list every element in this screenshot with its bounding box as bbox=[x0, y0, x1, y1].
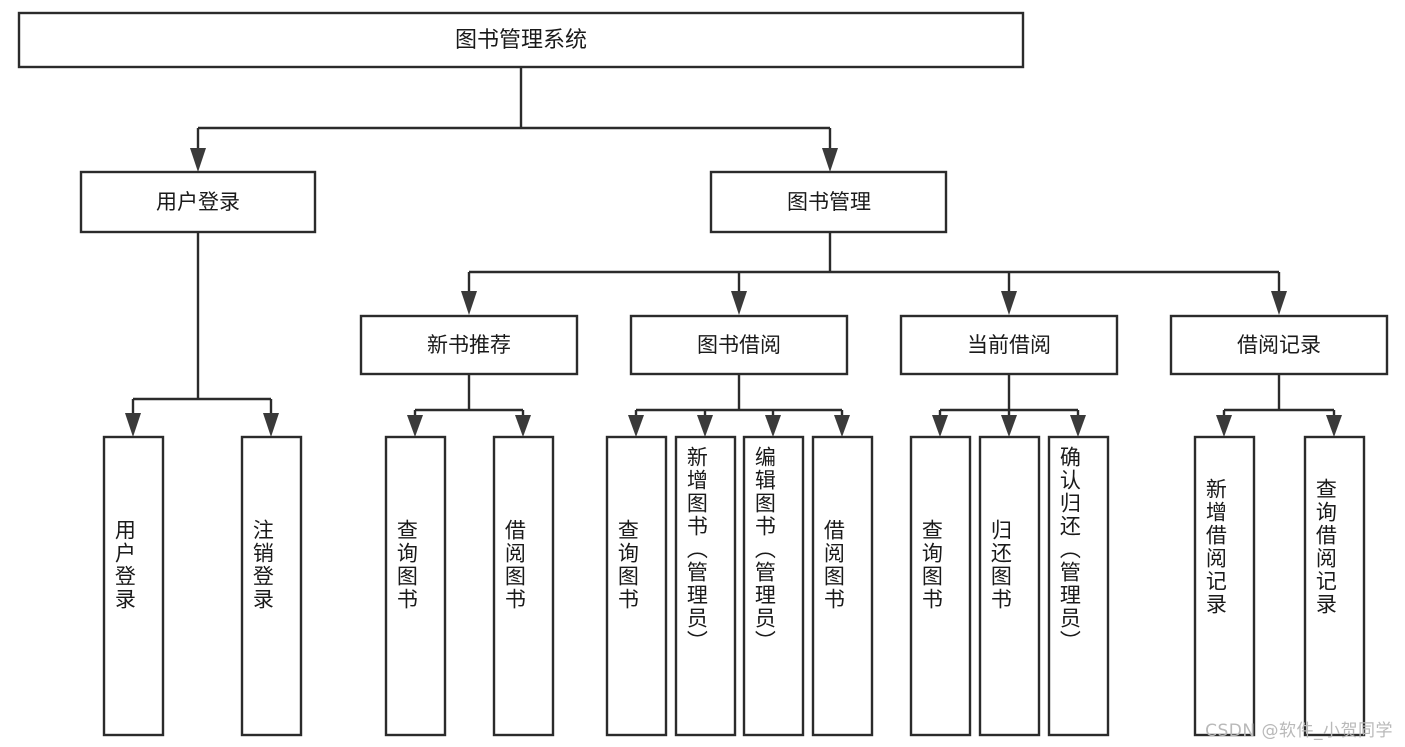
node-current-borrow-label: 当前借阅 bbox=[967, 333, 1051, 357]
arrow-to-leaf-query-book-2 bbox=[628, 415, 644, 437]
connectors-book-borrow-to-leaves bbox=[628, 374, 850, 437]
leaf-box-add-book[interactable] bbox=[674, 435, 737, 737]
arrow-to-leaf-query-book-3 bbox=[932, 415, 948, 437]
arrow-to-leaf-user-login bbox=[125, 413, 141, 437]
arrow-to-book-borrow bbox=[731, 291, 747, 315]
leaf-box-add-record[interactable] bbox=[1193, 435, 1256, 737]
node-book-management-label: 图书管理 bbox=[787, 190, 871, 214]
arrow-to-borrow-records bbox=[1271, 291, 1287, 315]
leaf-box-confirm-return[interactable] bbox=[1047, 435, 1110, 737]
arrow-to-leaf-add-record bbox=[1216, 415, 1232, 437]
node-root-system-label: 图书管理系统 bbox=[455, 28, 587, 53]
leaf-box-query-book-3[interactable] bbox=[909, 435, 972, 737]
connectors-root-to-level1 bbox=[190, 67, 838, 172]
node-book-borrow-label: 图书借阅 bbox=[697, 333, 781, 357]
arrow-to-leaf-query-book-1 bbox=[407, 415, 423, 437]
node-book-borrow[interactable]: 图书借阅 bbox=[629, 314, 849, 376]
arrow-to-leaf-confirm-return bbox=[1070, 415, 1086, 437]
leaf-box-query-record[interactable] bbox=[1303, 435, 1366, 737]
connectors-borrow-records-to-leaves bbox=[1216, 374, 1342, 437]
arrow-to-leaf-query-record bbox=[1326, 415, 1342, 437]
arrow-to-current-borrow bbox=[1001, 291, 1017, 315]
connectors-new-book-recommend-to-leaves bbox=[407, 374, 531, 437]
leaf-box-edit-book[interactable] bbox=[742, 435, 805, 737]
arrow-to-leaf-edit-book bbox=[765, 415, 781, 437]
leaf-boxes bbox=[102, 435, 1366, 737]
arrow-to-leaf-borrow-book-2 bbox=[834, 415, 850, 437]
node-root-system[interactable]: 图书管理系统 bbox=[17, 11, 1025, 69]
watermark-text: CSDN @软件_小贺同学 bbox=[1205, 721, 1393, 741]
leaf-box-return-book[interactable] bbox=[978, 435, 1041, 737]
connectors-user-login-to-leaves bbox=[125, 232, 279, 437]
arrow-to-new-book-recommend bbox=[461, 291, 477, 315]
connectors-current-borrow-to-leaves bbox=[932, 374, 1086, 437]
leaf-box-logout[interactable] bbox=[240, 435, 303, 737]
node-user-login[interactable]: 用户登录 bbox=[79, 170, 317, 234]
arrow-to-book-management bbox=[822, 148, 838, 172]
node-new-book-recommend-label: 新书推荐 bbox=[427, 333, 511, 357]
leaf-box-query-book-2[interactable] bbox=[605, 435, 668, 737]
node-user-login-label: 用户登录 bbox=[156, 190, 240, 214]
node-borrow-records[interactable]: 借阅记录 bbox=[1169, 314, 1389, 376]
arrow-to-leaf-add-book bbox=[697, 415, 713, 437]
node-current-borrow[interactable]: 当前借阅 bbox=[899, 314, 1119, 376]
leaf-box-borrow-book-1[interactable] bbox=[492, 435, 555, 737]
leaf-box-user-login[interactable] bbox=[102, 435, 165, 737]
arrow-to-leaf-logout bbox=[263, 413, 279, 437]
node-borrow-records-label: 借阅记录 bbox=[1237, 333, 1321, 357]
leaf-box-query-book-1[interactable] bbox=[384, 435, 447, 737]
connectors-book-management-to-level2 bbox=[461, 232, 1287, 315]
leaf-box-borrow-book-2[interactable] bbox=[811, 435, 874, 737]
node-book-management[interactable]: 图书管理 bbox=[709, 170, 948, 234]
node-new-book-recommend[interactable]: 新书推荐 bbox=[359, 314, 579, 376]
arrow-to-leaf-borrow-book-1 bbox=[515, 415, 531, 437]
arrow-to-leaf-return-book bbox=[1001, 415, 1017, 437]
arrow-to-user-login bbox=[190, 148, 206, 172]
